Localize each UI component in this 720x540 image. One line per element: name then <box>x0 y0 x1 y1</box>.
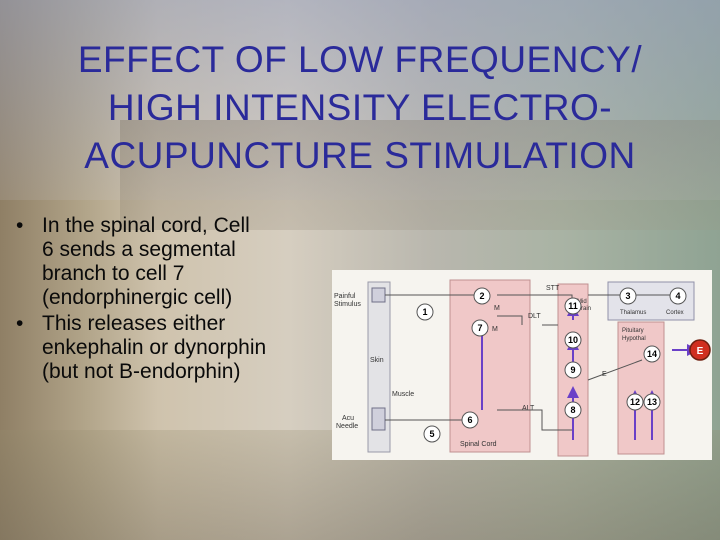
background-pagoda-roof <box>120 120 720 230</box>
bullet-line: (but not B-endorphin) <box>42 360 241 383</box>
cell-circle <box>619 287 637 305</box>
cell-circle <box>564 401 582 419</box>
cell-number: 6 <box>467 415 472 425</box>
pathway-lines <box>385 294 672 431</box>
bullet-item: • This releases either enkephalin or dyn… <box>16 312 356 384</box>
slide-title: EFFECT OF LOW FREQUENCY/ HIGH INTENSITY … <box>20 36 700 180</box>
cell-circle <box>643 345 661 363</box>
label-skin: Skin <box>370 357 384 364</box>
skin-receptor <box>371 287 386 303</box>
label-dlt: DLT <box>528 313 541 320</box>
cell-circle <box>564 361 582 379</box>
label-m-2: M <box>492 326 498 333</box>
label-hypothal: Hypothal <box>622 336 646 342</box>
label-muscle: Muscle <box>392 391 414 398</box>
cell-number: 2 <box>479 291 484 301</box>
label-stt: STT <box>546 285 560 292</box>
bullet-line: This releases either <box>42 312 226 335</box>
cell-circle <box>564 331 582 349</box>
title-line-1: EFFECT OF LOW FREQUENCY/ <box>77 39 643 80</box>
cell-number: 12 <box>630 397 640 407</box>
bullet-line: branch to cell 7 <box>42 262 185 285</box>
cell-number: 3 <box>625 291 630 301</box>
e-badge <box>689 339 711 361</box>
cell-number: 10 <box>568 335 578 345</box>
cell-number: 14 <box>647 349 657 359</box>
cell-circle <box>471 319 489 337</box>
cell-number: 11 <box>568 301 578 311</box>
cell-circle <box>461 411 479 429</box>
cell-circle <box>473 287 491 305</box>
title-line-2: HIGH INTENSITY ELECTRO- <box>107 87 613 128</box>
cell-number: 5 <box>429 429 434 439</box>
cell-circle <box>416 303 434 321</box>
background-sky <box>0 0 720 200</box>
label-pituitary: Pituitary <box>622 328 644 334</box>
title-line-3: ACUPUNCTURE STIMULATION <box>84 135 636 176</box>
cell-circle <box>643 393 661 411</box>
muscle-receptor <box>371 407 386 431</box>
label-painful: Painful <box>334 293 356 300</box>
cell-circle <box>626 393 644 411</box>
label-alt: ALT <box>522 405 535 412</box>
label-acu: Acu <box>342 415 354 422</box>
bullet-item: • In the spinal cord, Cell 6 sends a seg… <box>16 214 356 310</box>
neural-pathway-diagram: Painful Stimulus Skin Muscle Acu Needle … <box>332 270 712 460</box>
cell-circle <box>423 425 441 443</box>
cell-group: 1 2 3 4 5 6 7 8 9 10 11 12 13 14 <box>416 287 687 443</box>
bullet-line: (endorphinergic cell) <box>42 286 233 309</box>
label-mid: Mid <box>577 299 587 305</box>
bullet-symbol: • <box>16 312 24 335</box>
cell-circle <box>669 287 687 305</box>
label-cortex: Cortex <box>666 310 684 316</box>
label-needle: Needle <box>336 423 358 430</box>
bullet-symbol: • <box>16 214 24 237</box>
cell-circle <box>564 297 582 315</box>
label-e-small: E <box>602 371 607 378</box>
bullet-line: 6 sends a segmental <box>42 238 236 261</box>
label-brain: Brain <box>577 306 591 312</box>
cell-number: 13 <box>647 397 657 407</box>
bullet-line: enkephalin or dynorphin <box>42 336 267 359</box>
label-m-1: M <box>494 305 500 312</box>
e-badge-label: E <box>697 346 704 357</box>
cell-number: 9 <box>570 365 575 375</box>
cell-number: 4 <box>675 291 680 301</box>
cell-number: 7 <box>477 323 482 333</box>
label-thalamus: Thalamus <box>620 310 646 316</box>
label-spinal-cord: Spinal Cord <box>460 441 497 448</box>
label-stimulus: Stimulus <box>334 301 361 308</box>
bullet-list: • In the spinal cord, Cell 6 sends a seg… <box>16 214 356 386</box>
spinal-cord-box <box>449 279 531 453</box>
pituitary-box <box>617 321 665 455</box>
cell-number: 8 <box>570 405 575 415</box>
cell-number: 1 <box>422 307 427 317</box>
bullet-line: In the spinal cord, Cell <box>42 214 250 237</box>
